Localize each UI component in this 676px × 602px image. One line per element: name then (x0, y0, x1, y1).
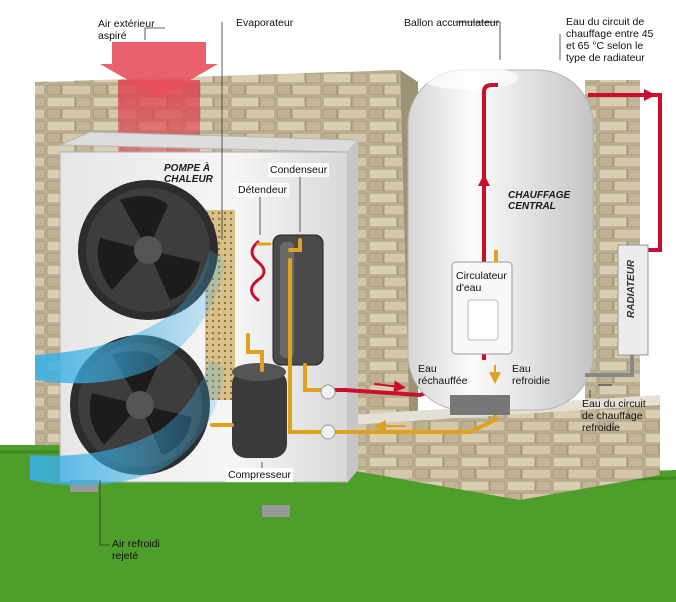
label-eau-rechauffee-line1: Eau (418, 363, 437, 375)
label-pompe: POMPE À CHALEUR (164, 163, 213, 185)
label-air-rejete-line2: rejeté (112, 550, 139, 562)
label-eau-circuit-froid-line2: de chauffage (582, 410, 643, 422)
label-radiateur: RADIATEUR (626, 259, 637, 318)
label-chauffage-central-line2: CENTRAL (508, 201, 556, 212)
label-eau-circuit-froid-line1: Eau du circuit (582, 398, 646, 410)
label-eau-refroidie: Eau refroidie (512, 363, 550, 387)
label-chauffage-central-line1: CHAUFFAGE (508, 190, 571, 201)
label-detendeur: Détendeur (236, 183, 290, 197)
label-pompe-line2: CHALEUR (164, 174, 213, 185)
label-air-exterieur: Air extérieur aspiré (98, 18, 155, 42)
label-eau-circuit-chaud-line1: Eau du circuit de (566, 16, 645, 28)
label-eau-circuit-chaud-line3: et 65 °C selon le (566, 40, 644, 52)
label-eau-circuit-froid-line3: refroidie (582, 422, 620, 434)
pipe-valve-top (320, 384, 336, 400)
air-intake-arrow (100, 42, 218, 98)
label-eau-circuit-chaud: Eau du circuit de chauffage entre 45 et … (566, 16, 653, 64)
cold-air-flow-top (35, 250, 225, 384)
label-air-exterieur-line2: aspiré (98, 30, 127, 42)
refrigerant-tubes (210, 238, 302, 427)
label-air-exterieur-line1: Air extérieur (98, 18, 155, 30)
label-eau-rechauffee: Eau réchauffée (418, 363, 467, 387)
leader-lines (99, 21, 591, 546)
label-circulateur: Circulateur d'eau (456, 270, 507, 294)
label-ballon: Ballon accumulateur (404, 17, 500, 29)
label-circulateur-line1: Circulateur (456, 270, 507, 282)
label-eau-refroidie-line1: Eau (512, 363, 531, 375)
label-eau-circuit-chaud-line2: chauffage entre 45 (566, 28, 654, 40)
compressor (232, 370, 287, 458)
heat-pump-unit (59, 131, 360, 517)
wall-base (350, 400, 660, 500)
label-condenseur: Condenseur (268, 163, 330, 177)
cold-air-flow-bottom (30, 360, 225, 486)
label-eau-circuit-chaud-line4: type de radiateur (566, 52, 645, 64)
label-chauffage-central: CHAUFFAGE CENTRAL (508, 190, 570, 212)
label-eau-circuit-froid: Eau du circuit de chauffage refroidie (582, 398, 646, 434)
label-eau-refroidie-line2: refroidie (512, 375, 550, 387)
radiator-pipe-cold (585, 355, 634, 377)
label-eau-rechauffee-line2: réchauffée (418, 375, 468, 387)
radiator-pipe-hot (588, 93, 662, 252)
fan-top (78, 180, 218, 320)
pipe-valve-bottom (320, 424, 336, 440)
label-evaporateur: Evaporateur (236, 17, 294, 29)
label-pompe-line1: POMPE À (164, 163, 211, 174)
label-air-rejete-line1: Air refroidi (112, 538, 160, 550)
radiator (617, 244, 649, 356)
label-compresseur: Compresseur (226, 468, 294, 482)
tank-hot-riser (482, 83, 498, 360)
label-circulateur-line2: d'eau (456, 282, 482, 294)
label-air-rejete: Air refroidi rejeté (112, 538, 160, 562)
